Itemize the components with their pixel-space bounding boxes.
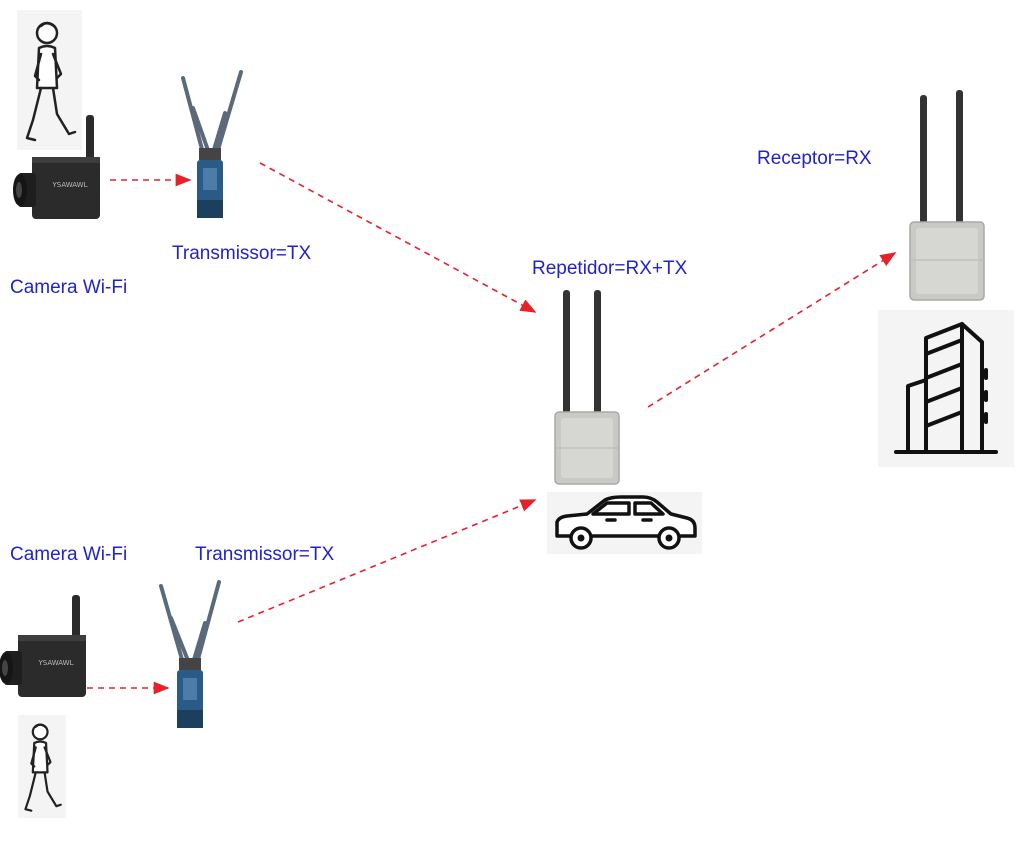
wifi-camera-icon: YSAWAWL bbox=[0, 595, 86, 697]
label-camera-top: Camera Wi-Fi bbox=[10, 277, 128, 298]
label-camera-bottom: Camera Wi-Fi bbox=[10, 544, 128, 565]
car-icon bbox=[547, 492, 702, 554]
building-icon bbox=[878, 310, 1014, 467]
label-repeater: Repetidor=RX+TX bbox=[532, 258, 688, 279]
arrow-repeater-to-receiver bbox=[647, 252, 897, 408]
wifi-camera-icon: YSAWAWL bbox=[13, 115, 100, 219]
camera-brand-text: YSAWAWL bbox=[37, 659, 73, 667]
walking-person-icon bbox=[17, 10, 82, 150]
label-receiver: Receptor=RX bbox=[757, 148, 872, 169]
walking-person-icon bbox=[18, 715, 66, 818]
transmitter-icon bbox=[159, 580, 221, 728]
receiver-device-icon bbox=[909, 90, 985, 301]
transmitter-icon bbox=[181, 70, 243, 218]
arrow-tx-bottom-to-repeater bbox=[237, 499, 537, 623]
arrow-tx-top-to-repeater bbox=[259, 162, 537, 313]
label-transmitter-bottom: Transmissor=TX bbox=[195, 544, 335, 565]
camera-brand-text: YSAWAWL bbox=[51, 181, 87, 189]
label-transmitter-top: Transmissor=TX bbox=[172, 243, 312, 264]
repeater-device-icon bbox=[554, 290, 620, 485]
